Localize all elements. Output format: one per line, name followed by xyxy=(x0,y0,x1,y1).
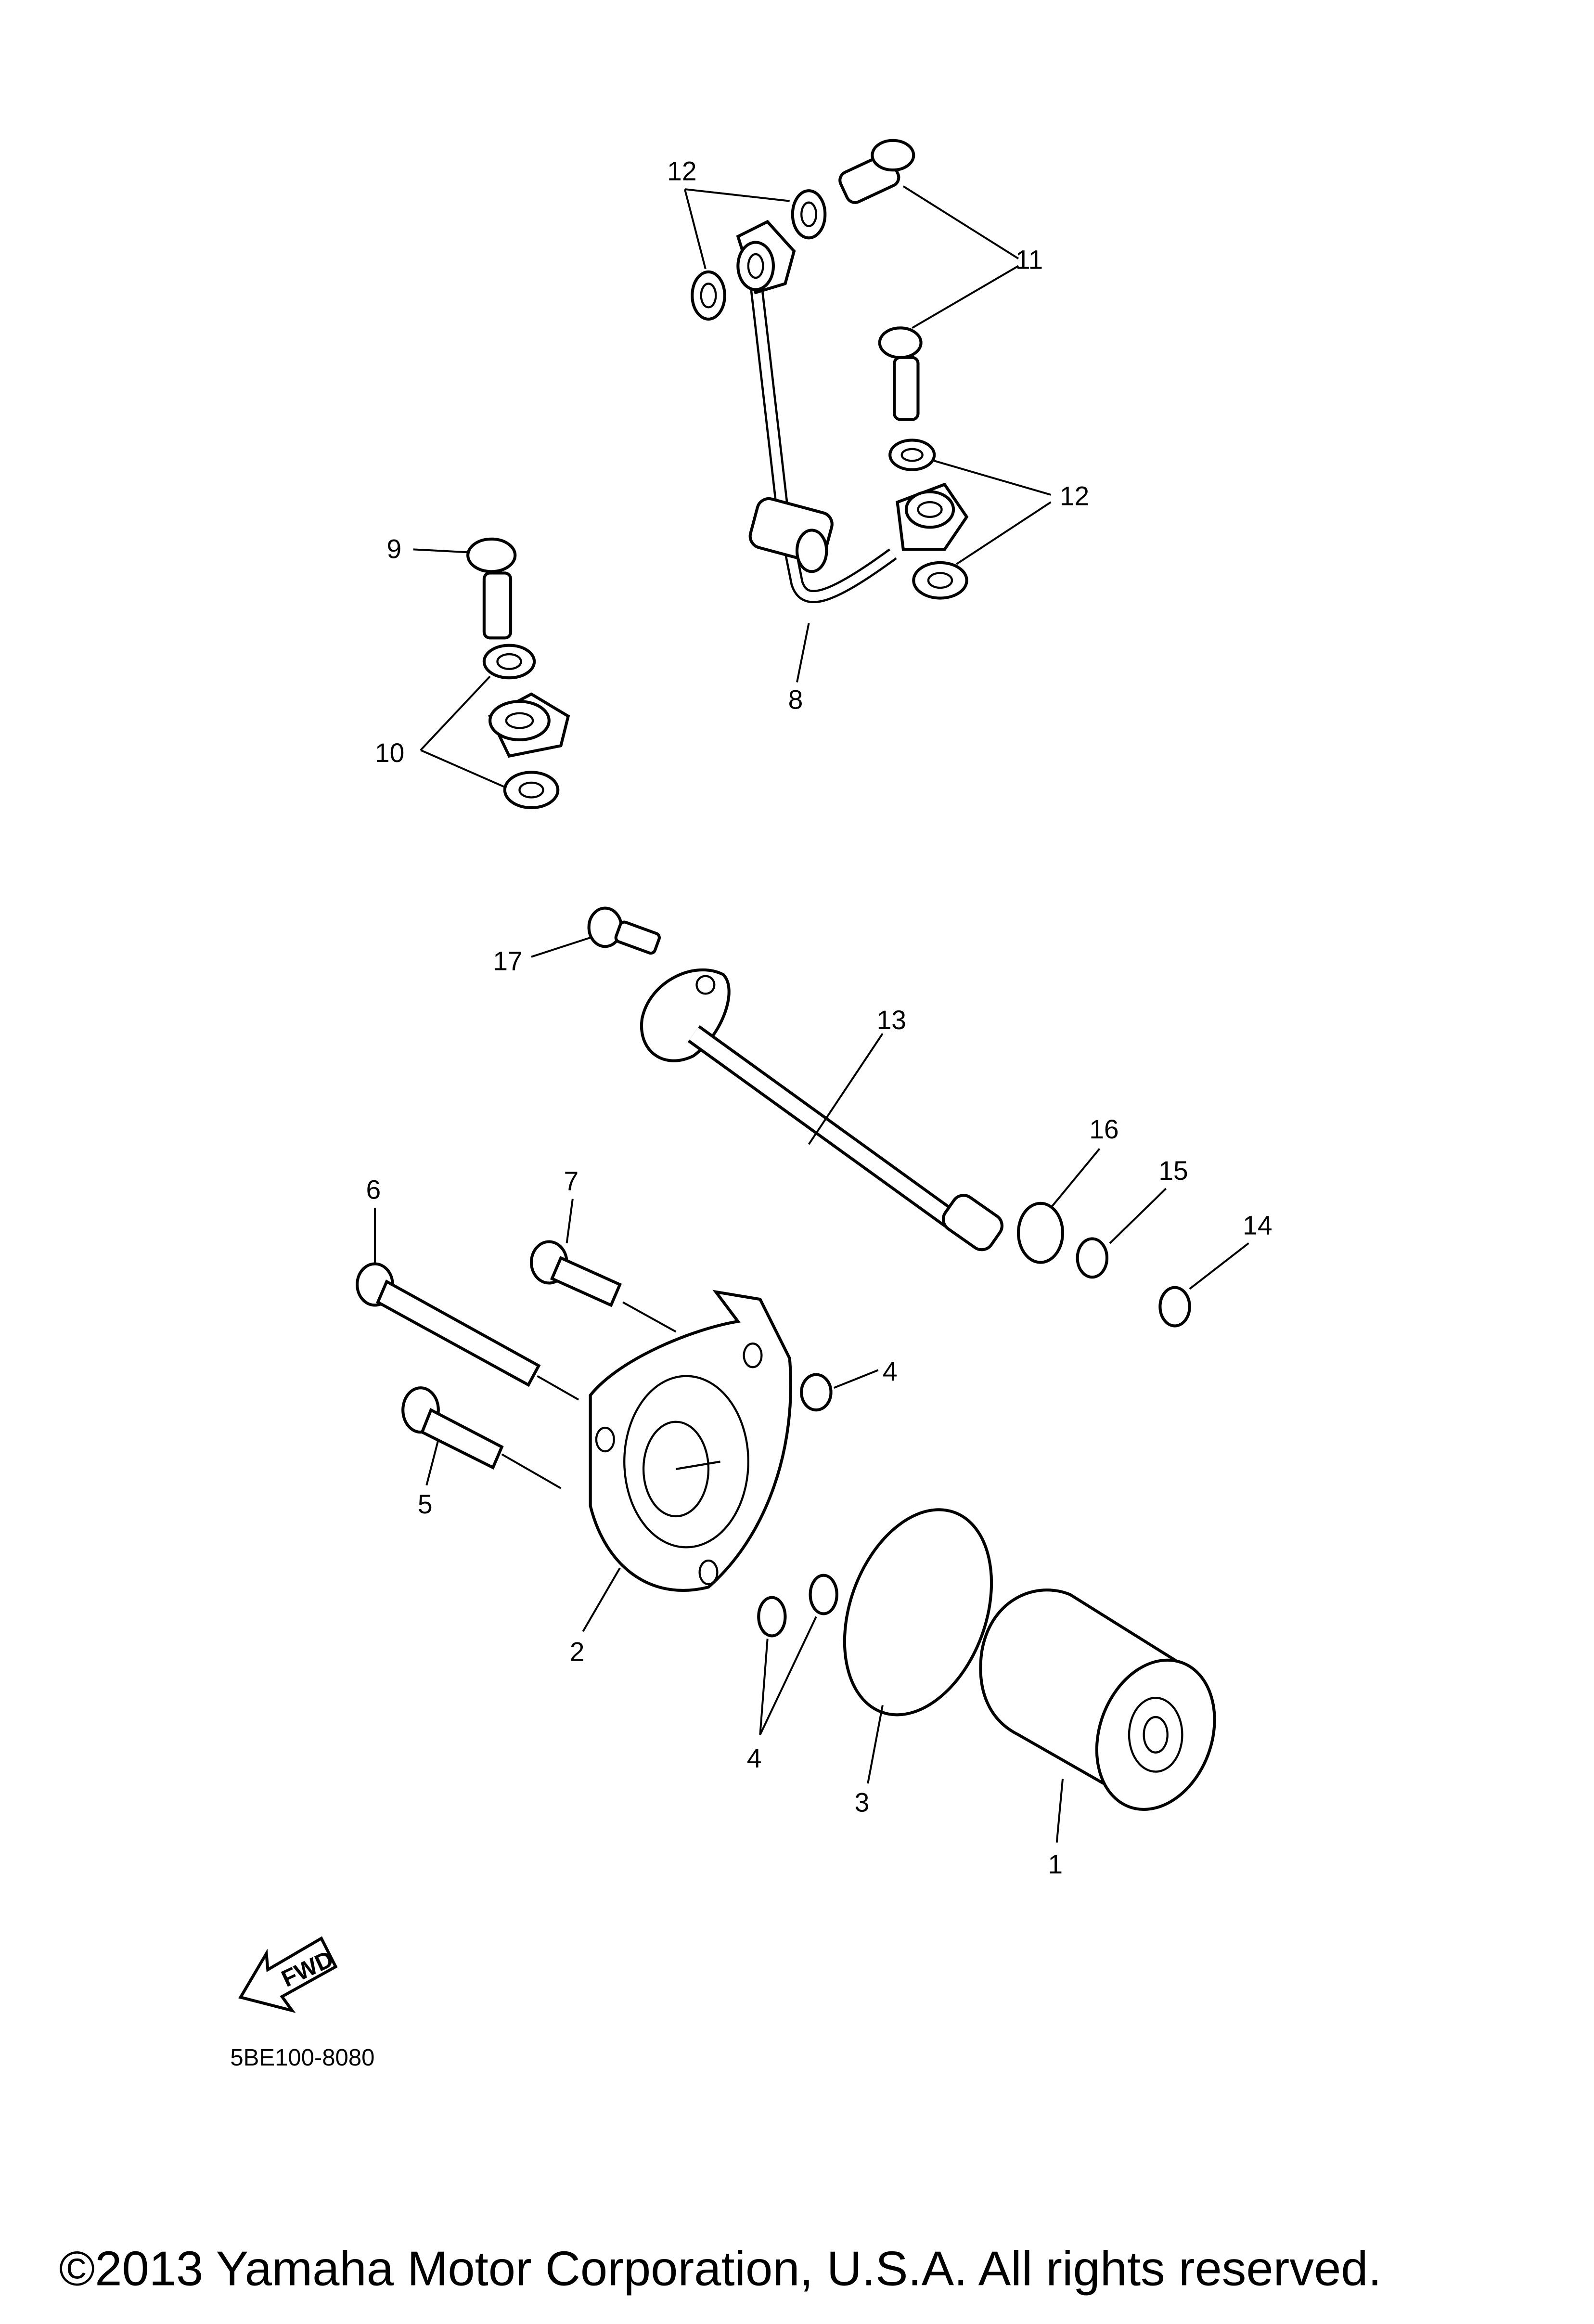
callout-11: 11 xyxy=(1016,245,1043,275)
o-ring-15 xyxy=(1076,1237,1109,1279)
o-ring-16 xyxy=(1016,1201,1065,1264)
oil-delivery-pipe-8 xyxy=(556,280,897,710)
o-ring-4b xyxy=(757,1596,787,1638)
callout-8: 8 xyxy=(788,685,803,715)
union-bolt-11-top xyxy=(838,139,915,204)
gasket-12a xyxy=(691,270,726,321)
union-bolt-11-right xyxy=(878,326,923,421)
fwd-arrow-icon: FWD xyxy=(238,1936,338,2013)
gasket-12b xyxy=(791,189,827,240)
callout-3: 3 xyxy=(855,1787,870,1817)
banjo-fitting-left xyxy=(488,692,570,758)
callout-2: 2 xyxy=(570,1637,585,1667)
leader-lines xyxy=(373,185,1249,1843)
oil-filter-1 xyxy=(979,1588,1216,1811)
callout-16: 16 xyxy=(1089,1114,1118,1144)
callout-4-top: 4 xyxy=(883,1356,898,1386)
callout-13: 13 xyxy=(877,1005,906,1035)
union-bolt-9 xyxy=(466,537,517,640)
callout-6: 6 xyxy=(366,1175,381,1205)
gasket-10b xyxy=(503,771,560,810)
bolt-7 xyxy=(529,1240,622,1307)
callout-12-right: 12 xyxy=(1060,481,1089,511)
bolt-17 xyxy=(587,906,661,955)
bolt-6 xyxy=(356,1262,541,1387)
callout-7: 7 xyxy=(564,1166,578,1196)
callout-17: 17 xyxy=(493,946,522,976)
gasket-12d xyxy=(912,561,968,600)
copyright-notice: ©2013 Yamaha Motor Corporation, U.S.A. A… xyxy=(59,2242,1382,2296)
oil-pipe-13 xyxy=(640,968,1003,1252)
callout-12-top: 12 xyxy=(667,156,696,186)
banjo-fitting-top xyxy=(736,219,796,295)
callout-15: 15 xyxy=(1158,1156,1188,1186)
gasket-10a xyxy=(482,644,536,680)
bolt-5 xyxy=(401,1386,504,1470)
oil-filter-cover-2 xyxy=(589,1290,792,1592)
gasket-12c xyxy=(888,439,936,471)
callout-10: 10 xyxy=(375,738,404,768)
drawing-code: 5BE100-8080 xyxy=(230,2045,374,2071)
o-ring-4c xyxy=(809,1574,838,1615)
callout-14: 14 xyxy=(1243,1210,1272,1240)
o-ring-14 xyxy=(1158,1286,1191,1328)
banjo-fitting-right xyxy=(896,482,969,551)
callout-4-bottom: 4 xyxy=(747,1743,762,1773)
o-ring-4a xyxy=(800,1373,833,1412)
callout-5: 5 xyxy=(418,1489,433,1519)
callout-1: 1 xyxy=(1048,1849,1063,1879)
callout-9: 9 xyxy=(386,534,401,564)
